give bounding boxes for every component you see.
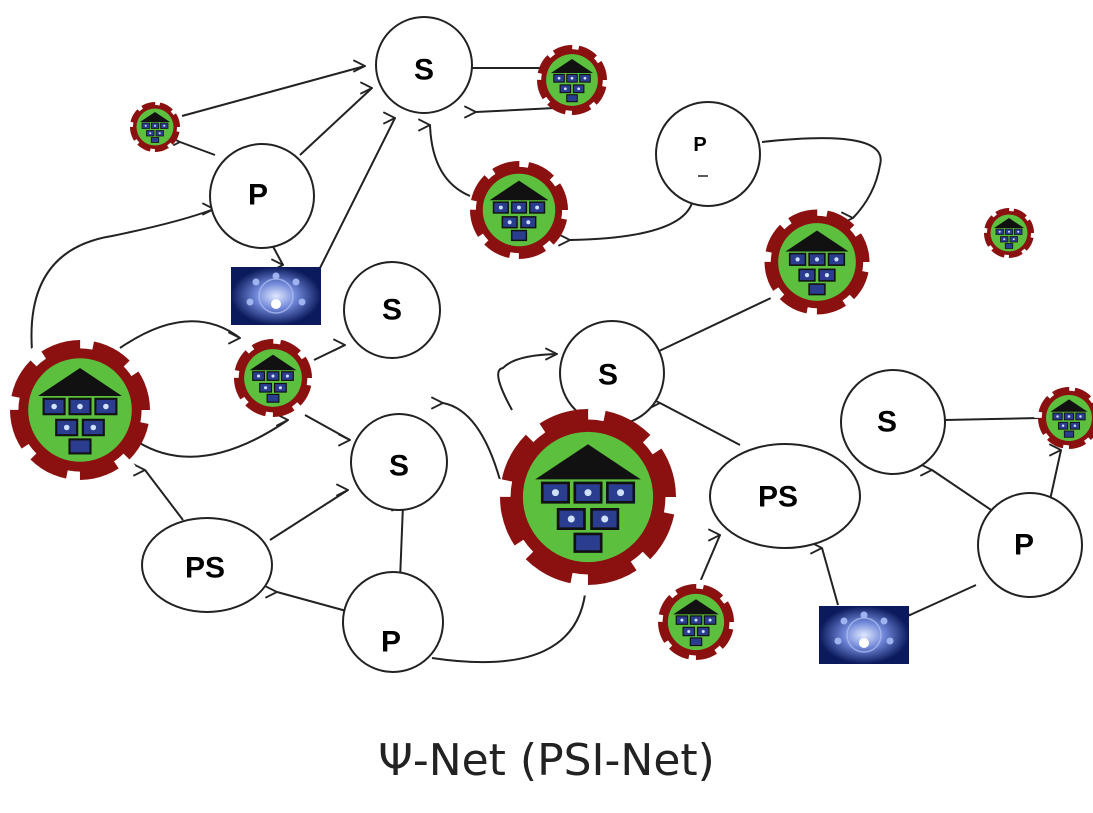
edge [945, 418, 1041, 420]
community-hub-icon [500, 409, 676, 585]
edge [30, 209, 214, 351]
community-hub-icon [234, 339, 312, 417]
edge [570, 202, 693, 240]
community-hub-icon [130, 102, 180, 152]
edge [145, 470, 184, 521]
edge [137, 420, 288, 458]
community-hub-icon [658, 584, 734, 660]
edge [431, 585, 586, 664]
node-server: S [343, 261, 441, 359]
node-label: S [414, 54, 434, 87]
people-network-photo-icon [230, 266, 322, 326]
node-label: S [382, 294, 402, 327]
node-peer: P [342, 571, 444, 673]
node-peer: P [655, 101, 761, 207]
node-server: S [559, 320, 665, 426]
community-hub-icon [1038, 387, 1093, 449]
edge [181, 66, 365, 117]
edge [277, 592, 351, 613]
node-label: PS [758, 481, 798, 514]
edge [400, 505, 403, 581]
edge [761, 137, 882, 218]
people-network-photo-icon [818, 605, 910, 665]
edge [443, 403, 501, 481]
edge [319, 118, 395, 269]
edge [660, 403, 741, 446]
edge [476, 108, 556, 112]
node-label: P [693, 134, 706, 156]
edge [304, 414, 350, 440]
edges [30, 66, 1061, 664]
node-label: S [389, 450, 409, 483]
edge [497, 354, 557, 411]
node-label: S [598, 359, 618, 392]
edge [313, 345, 345, 361]
edge [910, 584, 977, 615]
edge [657, 296, 774, 352]
community-hub-icon [984, 208, 1034, 258]
edge [180, 142, 216, 156]
node-label: P [248, 179, 268, 212]
node-peer-server: PS [709, 443, 861, 549]
edge [299, 88, 372, 156]
node-server: S [350, 413, 448, 511]
node-server: S [375, 16, 473, 114]
edge [269, 490, 348, 541]
community-hub-icon [765, 210, 870, 315]
community-hub-icon [470, 161, 568, 259]
node-server: S [840, 369, 946, 475]
edge [430, 125, 471, 197]
edge [822, 548, 839, 606]
node-peer: P [977, 492, 1083, 598]
edge [119, 320, 240, 349]
diagram-caption: Ψ-Net (PSI-Net) [378, 735, 715, 786]
node-label: P [1014, 529, 1034, 562]
node-peer-server: PS [141, 517, 273, 613]
community-hub-icon [537, 45, 607, 115]
community-hub-icon [10, 340, 150, 480]
node-label: P [381, 626, 401, 659]
edge [699, 535, 720, 583]
node-peer: P [209, 143, 315, 249]
edge [1050, 450, 1061, 501]
node-label: S [877, 406, 897, 439]
node-label: PS [185, 552, 225, 585]
